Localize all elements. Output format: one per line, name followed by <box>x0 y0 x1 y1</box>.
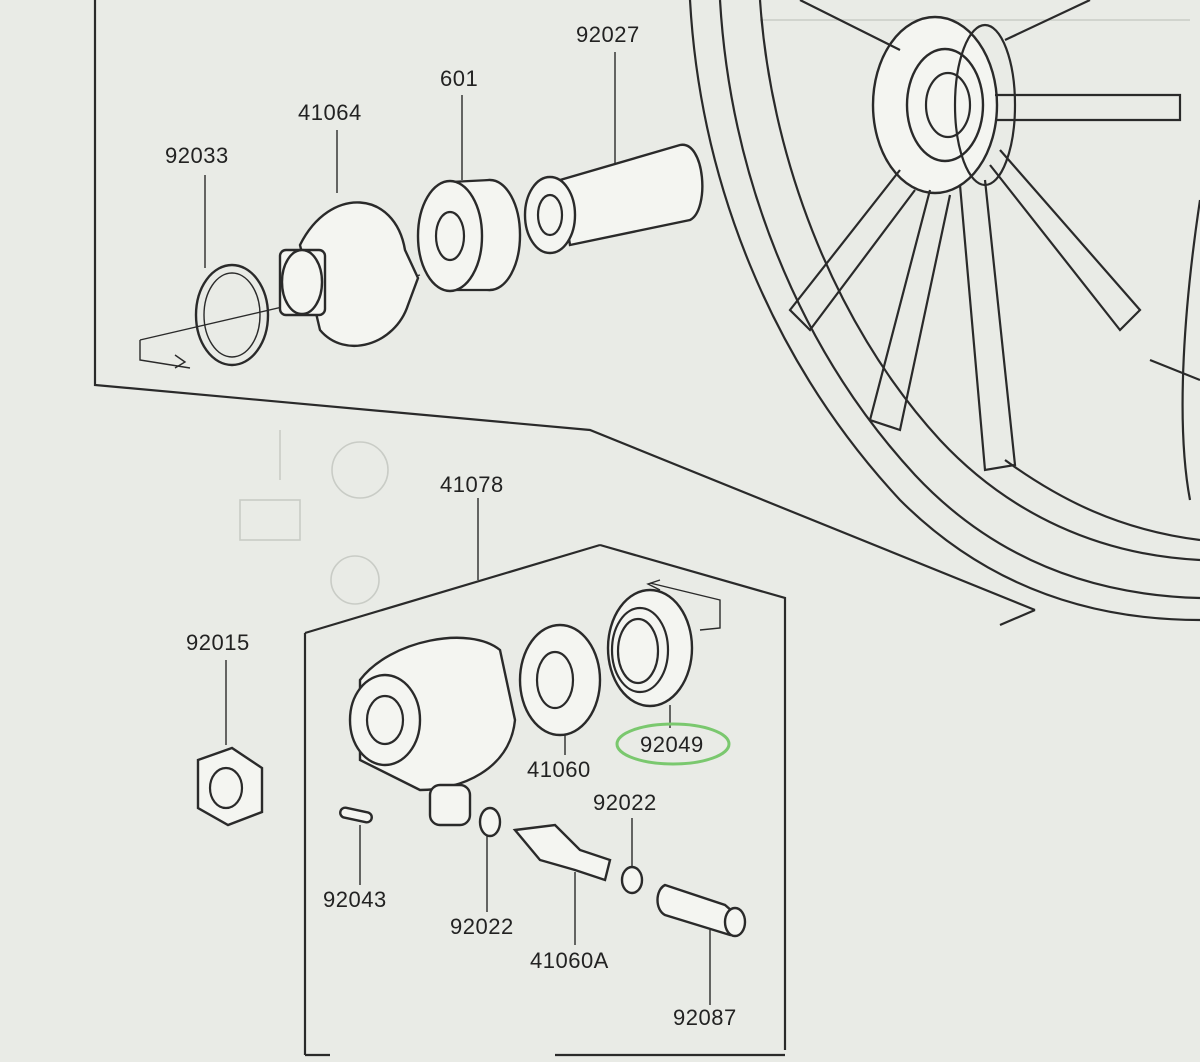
part-41064 <box>278 201 420 347</box>
label-41060: 41060 <box>527 757 591 782</box>
part-92015 <box>196 746 264 827</box>
label-92049: 92049 <box>640 732 704 757</box>
label-92015: 92015 <box>186 630 250 655</box>
label-92087: 92087 <box>673 1005 737 1030</box>
part-92022-upper <box>620 865 644 895</box>
part-601 <box>416 178 522 293</box>
label-41064: 41064 <box>298 100 362 125</box>
label-601: 601 <box>440 66 478 91</box>
wheel-illustration <box>688 0 1200 622</box>
label-92033: 92033 <box>165 143 229 168</box>
part-92049 <box>606 579 721 708</box>
part-labels: 92033 41064 601 92027 41078 92015 41060 … <box>165 22 737 1030</box>
part-92087 <box>656 883 747 938</box>
label-92027: 92027 <box>576 22 640 47</box>
part-41078 <box>348 636 517 827</box>
frame-lines <box>93 0 1036 1057</box>
part-92043 <box>339 806 373 824</box>
highlight-ring <box>615 722 731 766</box>
label-41060A: 41060A <box>530 948 609 973</box>
label-92043: 92043 <box>323 887 387 912</box>
label-41078: 41078 <box>440 472 504 497</box>
part-92022-lower <box>478 806 502 838</box>
leader-lines <box>204 52 711 1005</box>
label-92022-lower: 92022 <box>450 914 514 939</box>
ghost-marks <box>239 19 1190 605</box>
part-41060 <box>518 623 602 737</box>
part-92027 <box>523 143 704 255</box>
label-92022-upper: 92022 <box>593 790 657 815</box>
part-41060A <box>512 823 612 882</box>
